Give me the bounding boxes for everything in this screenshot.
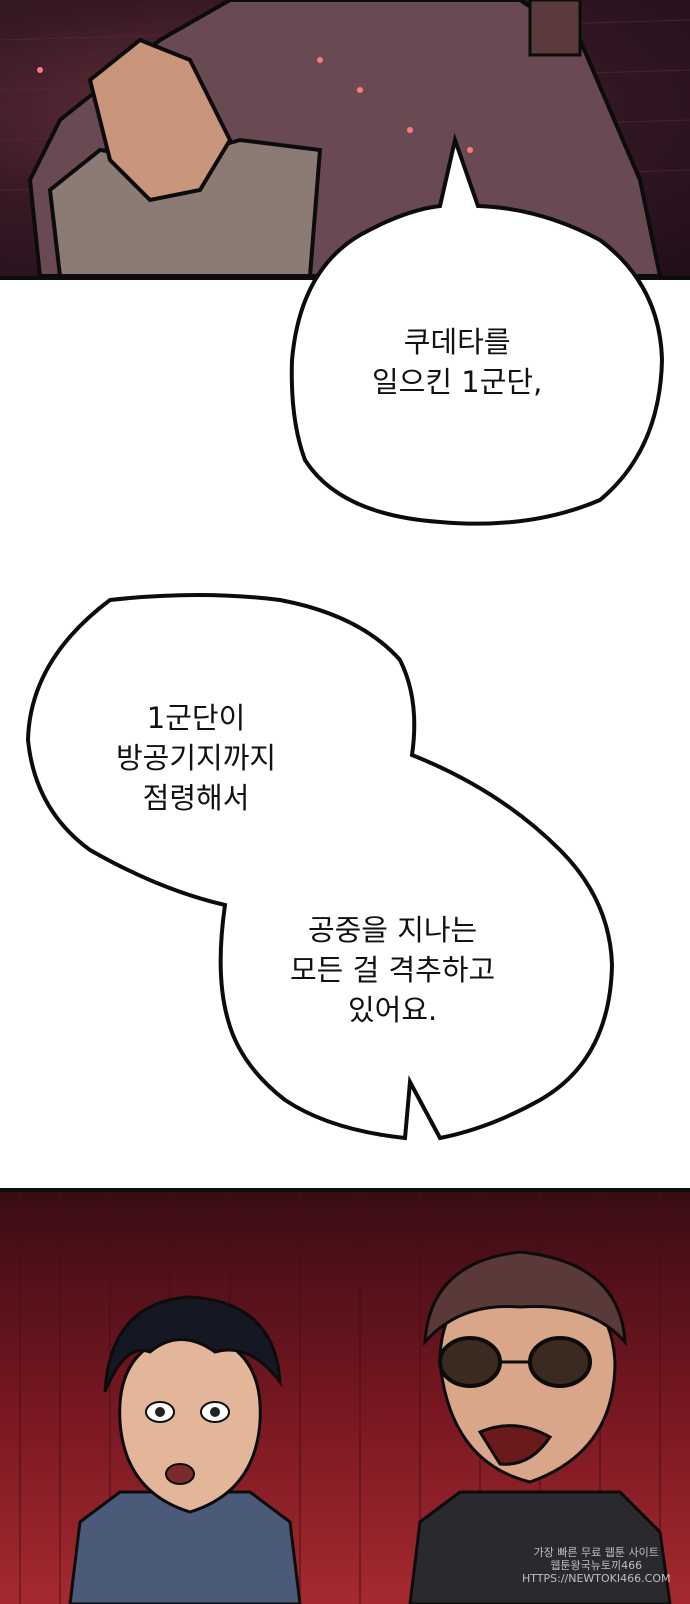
speech-bubble-2-text: 1군단이 방공기지까지 점령해서	[116, 698, 276, 818]
watermark-line: 가장 빠른 무료 웹툰 사이트	[533, 1546, 659, 1559]
dialogue-line: 점령해서	[142, 781, 250, 815]
watermark-line: HTTPS://NEWTOKI466.COM	[522, 1572, 671, 1585]
dialogue-line: 방공기지까지	[116, 741, 277, 775]
speech-bubble-3-text: 공중을 지나는 모든 걸 격추하고 있어요.	[290, 910, 495, 1030]
bottom-art-panel: 가장 빠른 무료 웹툰 사이트 웹툰왕국뉴토끼466 HTTPS://NEWTO…	[0, 1188, 690, 1604]
top-art-panel	[0, 0, 690, 280]
left-character	[68, 1295, 302, 1604]
speech-bubble-2-shape	[25, 593, 615, 1141]
speech-bubble-1-shape	[289, 132, 665, 526]
dialogue-line: 쿠데타를	[403, 325, 511, 359]
dialogue-line: 1군단이	[146, 701, 246, 735]
dialogue-line: 모든 걸 격추하고	[290, 953, 496, 987]
watermark-line: 웹툰왕국뉴토끼466	[550, 1559, 643, 1572]
watermark: 가장 빠른 무료 웹툰 사이트 웹툰왕국뉴토끼466 HTTPS://NEWTO…	[522, 1546, 670, 1585]
dialogue-line: 공중을 지나는	[307, 913, 478, 947]
right-character	[408, 1250, 672, 1604]
dialogue-line: 일으킨 1군단,	[372, 365, 543, 399]
bottom-panel-illustration	[19, 1192, 672, 1604]
dialogue-line: 있어요.	[347, 993, 438, 1027]
speech-bubble-1-text: 쿠데타를 일으킨 1군단,	[372, 322, 542, 402]
